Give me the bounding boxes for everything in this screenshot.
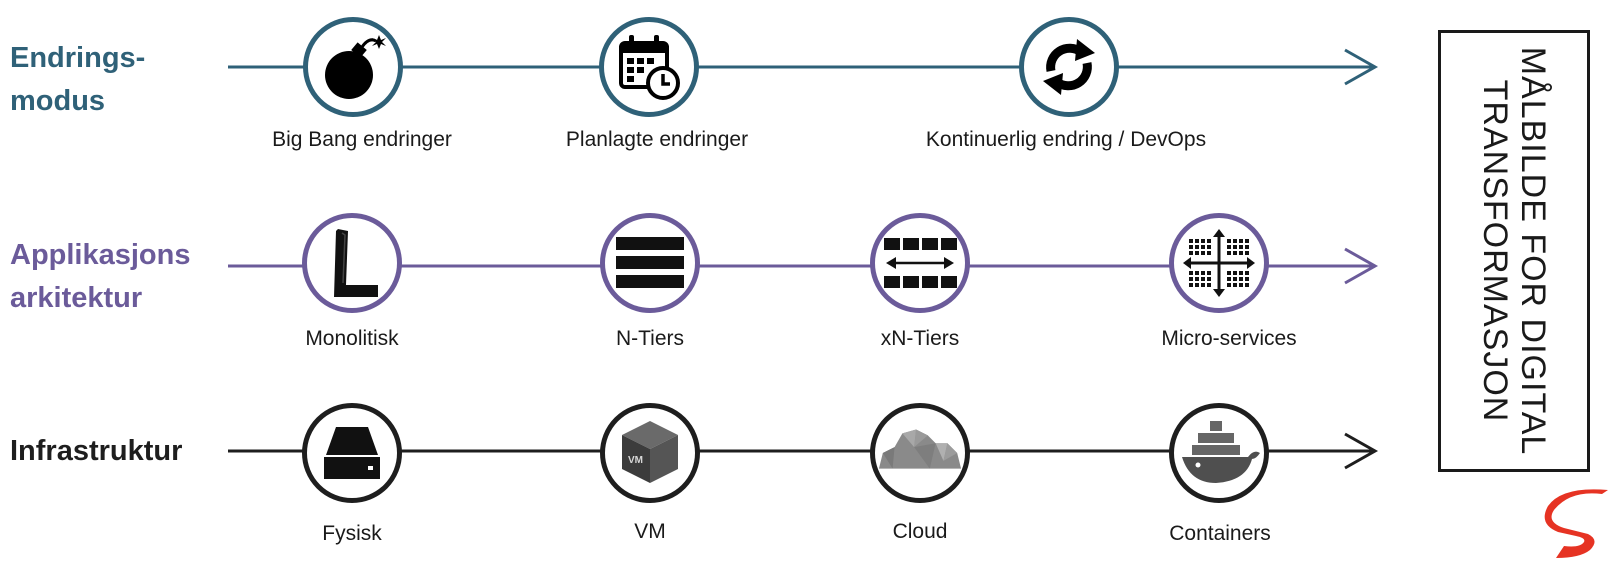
caption-big-bang: Big Bang endringer [272,128,452,151]
caption-monolitisk: Monolitisk [305,327,399,350]
node-n-tiers [600,213,700,313]
brand-s-logo-icon [1544,489,1608,558]
bomb-icon [325,35,386,99]
caption-cloud: Cloud [892,520,948,543]
node-kontinuerlig [1019,17,1119,117]
node-vm: VM [600,403,700,503]
node-fysisk [302,403,402,503]
node-xn-tiers [870,213,970,313]
server-icon [324,427,380,479]
row-label-line2: modus [10,85,106,117]
distributed-tiers-icon [884,238,957,288]
caption-n-tiers: N-Tiers [615,327,685,350]
target-box: Målbilde for digital transformasjon [1438,30,1590,472]
node-planlagte [599,17,699,117]
row-label-infrastruktur: Infrastruktur [10,430,182,473]
row-label-applikasjonsarkitektur: Applikasjons arkitektur [10,234,191,320]
node-micro-services [1169,213,1269,313]
node-cloud [870,403,970,503]
timeline-endringsmodus [228,48,1379,86]
target-title-line2: transformasjon [1476,79,1514,423]
monolith-icon [334,229,378,297]
row-label-line1: Endrings- [10,42,146,74]
vm-cube-icon: VM [622,421,678,483]
caption-xn-tiers: xN-Tiers [880,327,960,350]
caption-kontinuerlig: Kontinuerlig endring / DevOps [925,128,1207,151]
node-big-bang [303,17,403,117]
caption-planlagte: Planlagte endringer [565,128,749,151]
refresh-cycle-icon [1043,39,1095,95]
target-title-line1: Målbilde for digital [1514,46,1552,456]
node-monolitisk [302,213,402,313]
row-label-endringsmodus: Endrings- modus [10,37,145,123]
target-title: Målbilde for digital transformasjon [1476,31,1552,471]
cloud-icon [878,429,962,469]
layered-tiers-icon [616,237,684,288]
svg-text:VM: VM [628,455,643,466]
row-label-line1: Applikasjons [10,239,191,271]
row-label-line1: Infrastruktur [10,435,183,467]
calendar-clock-icon [619,35,680,100]
caption-containers: Containers [1169,522,1271,545]
caption-vm: VM [634,520,666,543]
caption-fysisk: Fysisk [322,522,382,545]
docker-whale-icon [1182,421,1260,483]
caption-micro-services: Micro-services [1161,327,1297,350]
microservices-grid-icon [1183,229,1255,297]
row-label-line2: arkitektur [10,282,143,314]
node-containers [1169,403,1269,503]
